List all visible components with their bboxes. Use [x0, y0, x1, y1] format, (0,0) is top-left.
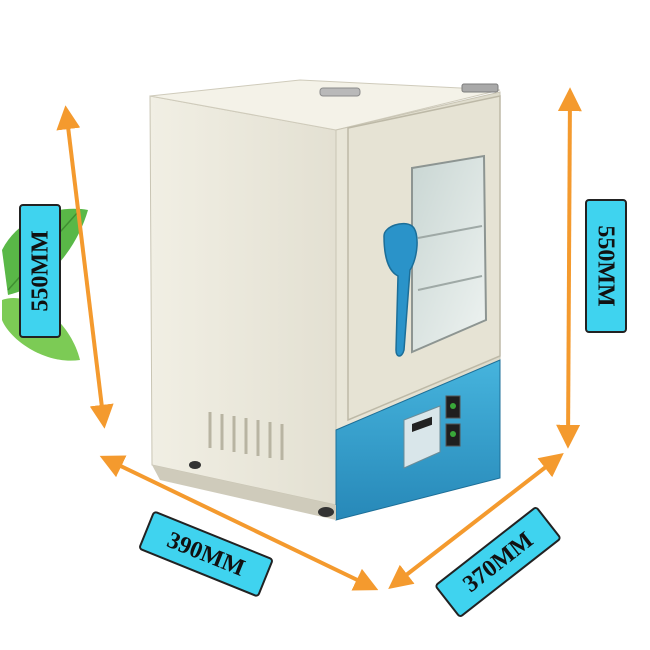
depth-arrow — [388, 453, 564, 589]
height-right-arrow — [556, 87, 582, 449]
width-arrow — [99, 455, 379, 591]
height-right-label: 550MM — [585, 199, 627, 333]
width-label: 390MM — [139, 511, 273, 597]
svg-text:550MM: 550MM — [28, 230, 54, 311]
side-vents — [208, 412, 284, 460]
height-left-arrow — [56, 105, 114, 429]
dimension-arrows — [56, 87, 582, 591]
height-left-label: 550MM — [19, 204, 61, 338]
depth-label: 370MM — [435, 507, 561, 617]
svg-text:550MM: 550MM — [592, 225, 618, 306]
lab-drying-oven-icon — [149, 79, 501, 521]
